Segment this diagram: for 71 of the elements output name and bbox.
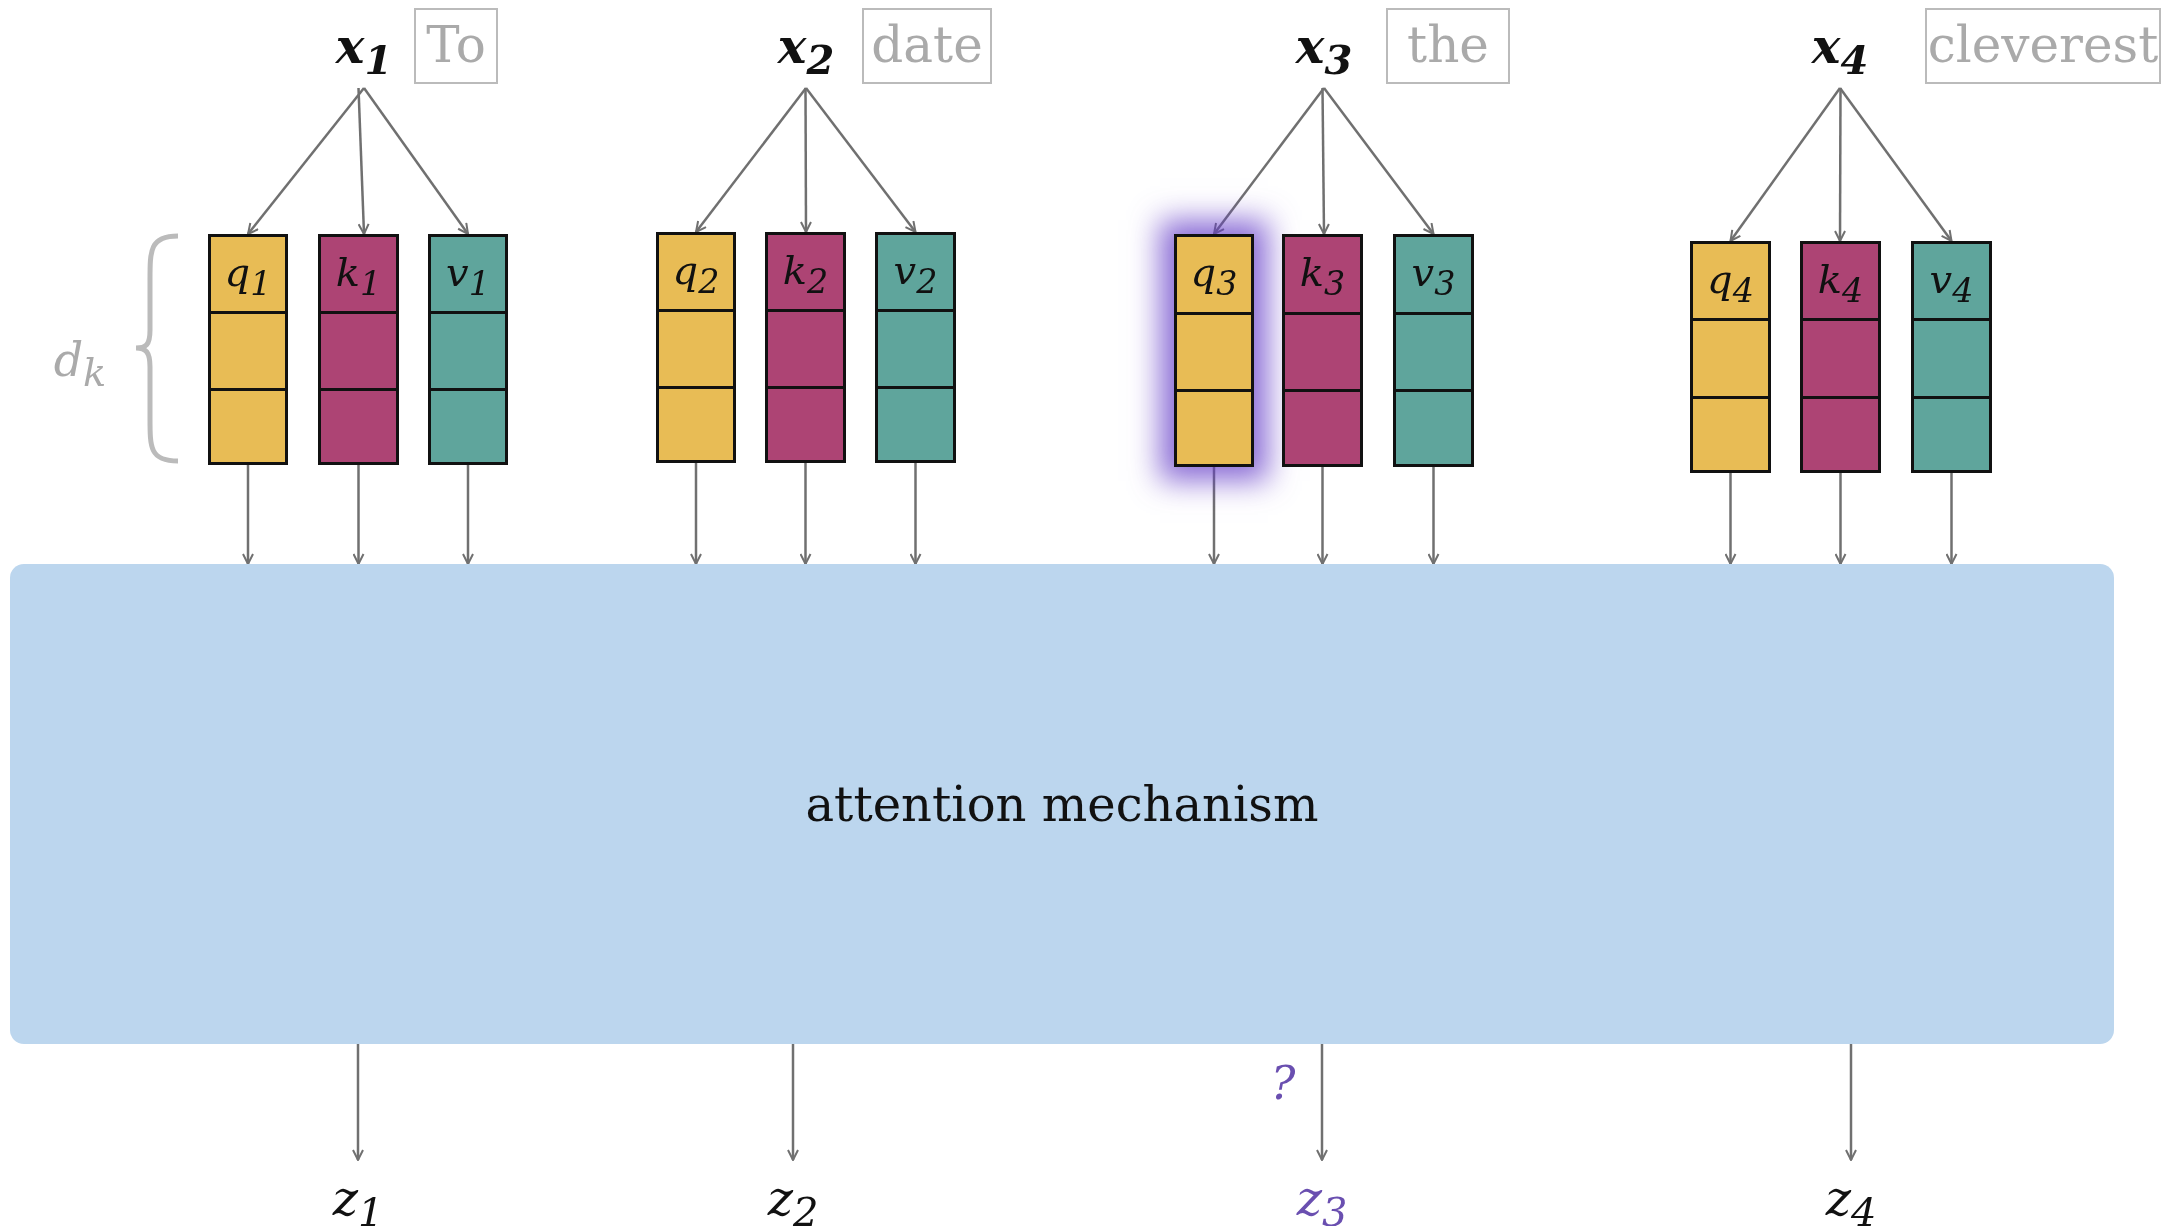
arrow <box>805 87 917 233</box>
vector-box <box>656 232 736 463</box>
math-label: x$_{2}$ <box>776 17 836 85</box>
arrow <box>1945 473 1958 565</box>
arrow <box>1208 467 1220 565</box>
arrow <box>352 1044 364 1161</box>
word-box <box>862 8 992 84</box>
arrow <box>1834 473 1847 565</box>
block-title: attention mechanism <box>805 776 1319 832</box>
vector-label: v$_{2}$ <box>892 246 939 303</box>
arrow <box>1316 467 1329 565</box>
word-box <box>414 8 498 84</box>
math-label: x$_{1}$ <box>334 17 394 85</box>
vector-box <box>765 232 846 463</box>
arrow <box>247 87 365 235</box>
vector-label: v$_{1}$ <box>445 248 491 305</box>
vector-label: k$_{3}$ <box>1298 248 1347 305</box>
arrow <box>357 87 370 235</box>
vector-label: v$_{4}$ <box>1928 255 1975 312</box>
token-word: cleverest <box>1927 15 2159 76</box>
arrow <box>787 1044 799 1161</box>
vector-label: q$_{1}$ <box>223 248 273 305</box>
output-label: z$_{4}$ <box>1824 1169 1878 1226</box>
word-box <box>1925 8 2161 84</box>
output-label: z$_{3}$ <box>1295 1169 1349 1226</box>
word-box <box>1386 8 1510 84</box>
arrow <box>1724 473 1737 565</box>
vector-box <box>318 234 399 465</box>
arrow <box>1317 88 1330 235</box>
arrow <box>799 88 812 233</box>
token-word: date <box>870 15 984 76</box>
vector-box <box>1393 234 1474 467</box>
vector-label: k$_{1}$ <box>334 248 383 305</box>
arrow <box>242 465 254 565</box>
token-word: To <box>425 15 487 76</box>
arrow <box>799 463 812 565</box>
vector-box <box>1800 241 1881 473</box>
vector-box <box>1174 234 1254 467</box>
arrow <box>1316 1044 1328 1161</box>
arrow <box>462 465 474 565</box>
vector-label: q$_{3}$ <box>1189 248 1239 305</box>
arrow <box>690 463 702 565</box>
output-label: z$_{1}$ <box>331 1169 385 1226</box>
vector-label: q$_{2}$ <box>671 246 721 303</box>
arrow <box>352 465 365 565</box>
vector-label: v$_{3}$ <box>1410 248 1457 305</box>
question-mark: ? <box>1269 1055 1297 1112</box>
vector-label: k$_{4}$ <box>1816 255 1865 312</box>
vector-box <box>208 234 288 465</box>
vector-box <box>1690 241 1771 473</box>
vector-label: q$_{4}$ <box>1706 255 1755 312</box>
vector-label: k$_{2}$ <box>781 246 830 303</box>
arrow <box>909 463 922 565</box>
arrow <box>695 87 807 233</box>
output-label: z$_{2}$ <box>766 1169 820 1226</box>
arrow <box>1427 467 1440 565</box>
arrow <box>363 87 469 235</box>
arrow <box>1834 88 1847 242</box>
dimension-label: d$_{k}$ <box>52 332 108 398</box>
math-label: x$_{3}$ <box>1294 17 1354 85</box>
arrow <box>1839 87 1953 242</box>
vector-box <box>1911 241 1992 473</box>
vector-box <box>875 232 956 463</box>
arrow <box>1729 87 1841 242</box>
arrow <box>1323 87 1435 235</box>
vector-box <box>428 234 508 465</box>
math-label: x$_{4}$ <box>1810 17 1870 85</box>
token-word: the <box>1406 15 1490 76</box>
arrow <box>1845 1044 1857 1161</box>
vector-box <box>1282 234 1363 467</box>
attention-block <box>10 564 2114 1044</box>
